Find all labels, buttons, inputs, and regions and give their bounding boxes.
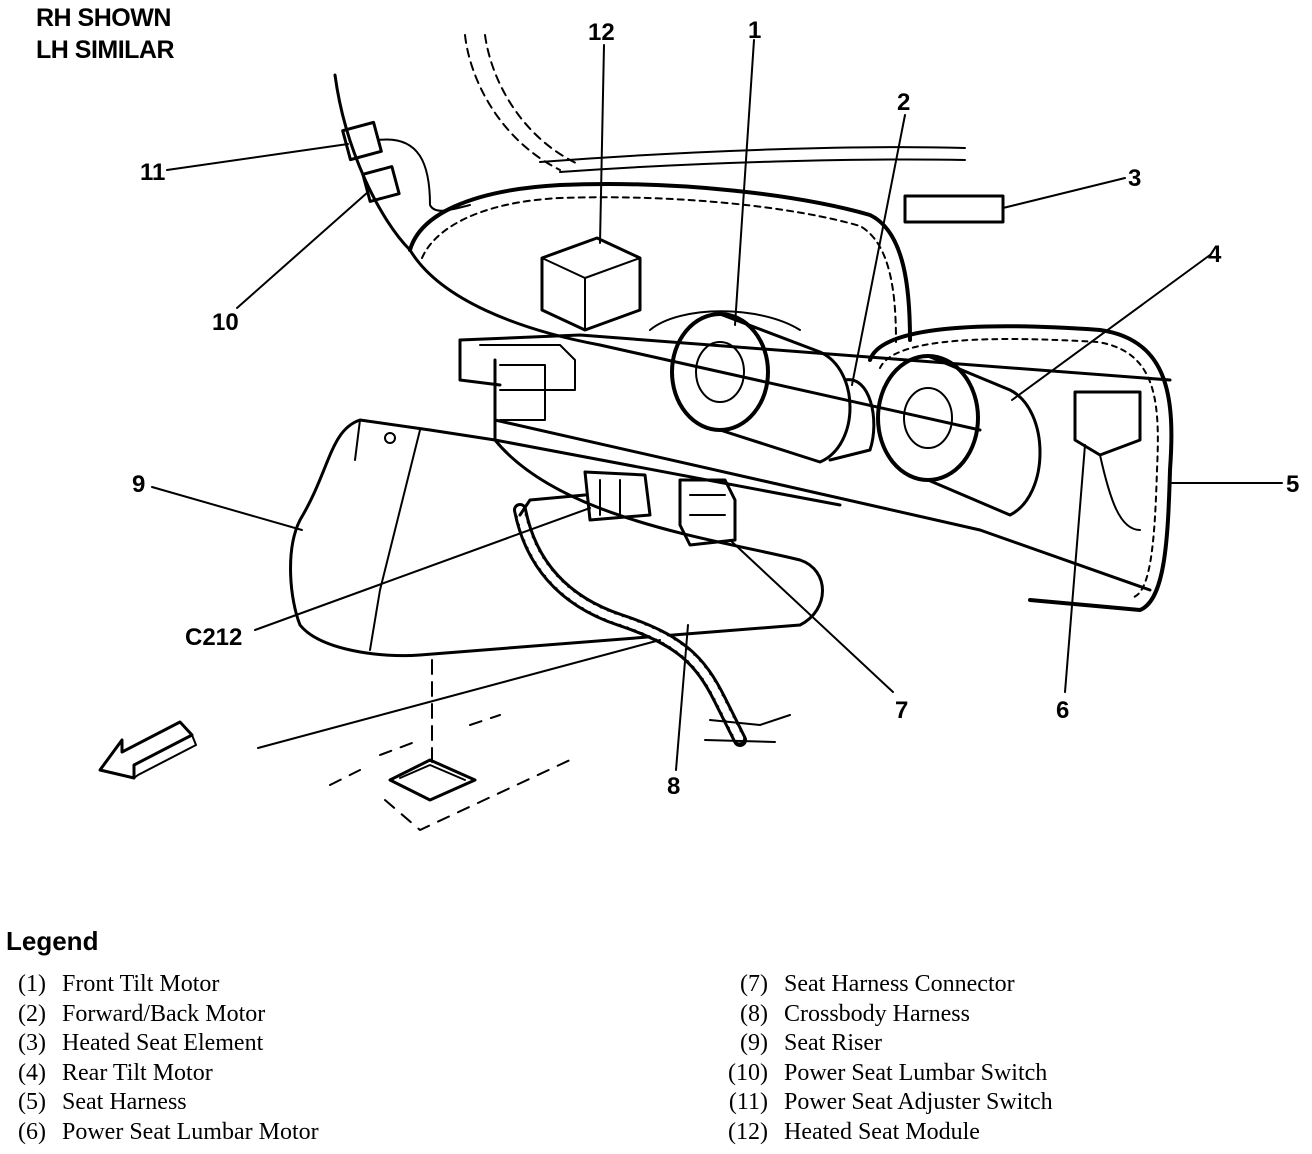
legend-item: (5) Seat Harness — [0, 1088, 600, 1118]
legend-item-number: (6) — [18, 1118, 46, 1145]
legend-item: (9) Seat Riser — [722, 1029, 1302, 1059]
legend-item-number: (1) — [18, 971, 46, 997]
legend-item-label: Forward/Back Motor — [62, 1000, 266, 1027]
leader-line-8b — [257, 639, 661, 749]
callout-9: 9 — [132, 471, 145, 498]
legend-item-label: Seat Harness Connector — [784, 971, 1015, 997]
seat-harness-connector — [678, 478, 737, 547]
callout-2: 2 — [897, 89, 910, 116]
callout-6: 6 — [1056, 697, 1069, 724]
legend-item: (4) Rear Tilt Motor — [0, 1059, 600, 1089]
callout-1: 1 — [748, 17, 761, 44]
legend-item: (3) Heated Seat Element — [0, 1029, 600, 1059]
c212-connector — [583, 470, 652, 522]
legend-item: (7) Seat Harness Connector — [722, 970, 1302, 1000]
seat-wiring-diagram: 12 1 2 3 4 5 6 7 8 9 10 11 C212 — [98, 17, 1299, 831]
legend-item-label: Power Seat Lumbar Switch — [784, 1059, 1048, 1086]
legend-item: (10) Power Seat Lumbar Switch — [722, 1059, 1302, 1089]
legend-item: (12) Heated Seat Module — [722, 1118, 1302, 1148]
legend-item: (8) Crossbody Harness — [722, 1000, 1302, 1030]
header-lh-similar: LH SIMILAR — [36, 36, 175, 64]
legend-item-number: (3) — [18, 1030, 46, 1057]
legend-item-label: Seat Harness — [62, 1089, 187, 1116]
seat-back-outline-1 — [464, 34, 561, 171]
leader-line-12 — [599, 44, 605, 244]
callout-7: 7 — [895, 697, 908, 724]
leader-line-4 — [1011, 254, 1211, 401]
leader-line-7 — [729, 539, 894, 693]
leader-line-c212 — [254, 507, 591, 631]
callout-10: 10 — [212, 309, 239, 336]
seat-harness — [868, 324, 1174, 612]
legend-item: (2) Forward/Back Motor — [0, 1000, 600, 1030]
callout-12: 12 — [588, 19, 615, 46]
legend-item-label: Heated Seat Element — [62, 1030, 264, 1057]
callout-4: 4 — [1208, 241, 1222, 268]
legend-item-label: Power Seat Lumbar Motor — [62, 1118, 319, 1145]
leader-line-8 — [675, 624, 689, 771]
legend-item-label: Rear Tilt Motor — [62, 1059, 213, 1086]
seat-frame-outer — [408, 182, 912, 342]
legend-item: (6) Power Seat Lumbar Motor — [0, 1118, 600, 1148]
leader-line-11 — [166, 143, 349, 171]
legend-item-number: (5) — [18, 1089, 46, 1116]
legend-item-number: (2) — [18, 1000, 46, 1027]
power-seat-lumbar-motor — [1073, 390, 1142, 457]
seat-back-outline-2 — [484, 34, 581, 166]
power-seat-adjuster-switch — [341, 120, 383, 162]
callout-3: 3 — [1128, 165, 1141, 192]
legend-item: (11) Power Seat Adjuster Switch — [722, 1088, 1302, 1118]
legend-title: Legend — [6, 926, 99, 956]
legend-item-number: (12) — [728, 1118, 768, 1145]
header-rh-shown: RH SHOWN — [36, 4, 171, 32]
heated-seat-module — [540, 236, 642, 332]
legend-item-number: (9) — [740, 1030, 768, 1057]
legend-item: (1) Front Tilt Motor — [0, 970, 600, 1000]
legend-item-label: Power Seat Adjuster Switch — [784, 1089, 1053, 1116]
leader-line-2 — [851, 114, 906, 386]
legend-item-number: (11) — [728, 1089, 768, 1116]
legend-list-left: (1) Front Tilt Motor (2) Forward/Back Moto… — [0, 970, 600, 1148]
leader-line-9 — [151, 486, 303, 531]
legend-item-number: (8) — [740, 1000, 768, 1027]
callout-11: 11 — [140, 159, 165, 186]
legend-item-number: (7) — [740, 971, 768, 997]
leader-line-10 — [236, 191, 369, 309]
callout-8: 8 — [667, 773, 680, 800]
callout-5: 5 — [1286, 471, 1299, 498]
power-seat-lumbar-switch — [361, 165, 401, 203]
legend-item-label: Crossbody Harness — [784, 1000, 970, 1027]
legend-item-number: (10) — [728, 1059, 768, 1086]
leader-line-3 — [1002, 177, 1126, 209]
leader-line-6 — [1064, 444, 1086, 693]
seat-frame-inner — [421, 196, 897, 343]
legend-item-number: (4) — [18, 1059, 46, 1086]
legend-item-label: Seat Riser — [784, 1030, 882, 1057]
legend-list-right: (7) Seat Harness Connector (8) Crossbody H… — [722, 970, 1302, 1148]
seat-back-bottom-1 — [539, 146, 966, 163]
heated-seat-element — [903, 194, 1005, 224]
seat-riser — [289, 418, 824, 658]
seat-frame-rail — [408, 248, 982, 432]
leader-line-1 — [734, 39, 755, 326]
legend-item-label: Front Tilt Motor — [62, 971, 220, 997]
seat-back-bottom-2 — [559, 158, 966, 173]
floor-mount — [388, 758, 477, 802]
front-direction-arrow — [98, 720, 194, 780]
legend-item-label: Heated Seat Module — [784, 1118, 980, 1145]
callout-c212: C212 — [185, 624, 242, 651]
